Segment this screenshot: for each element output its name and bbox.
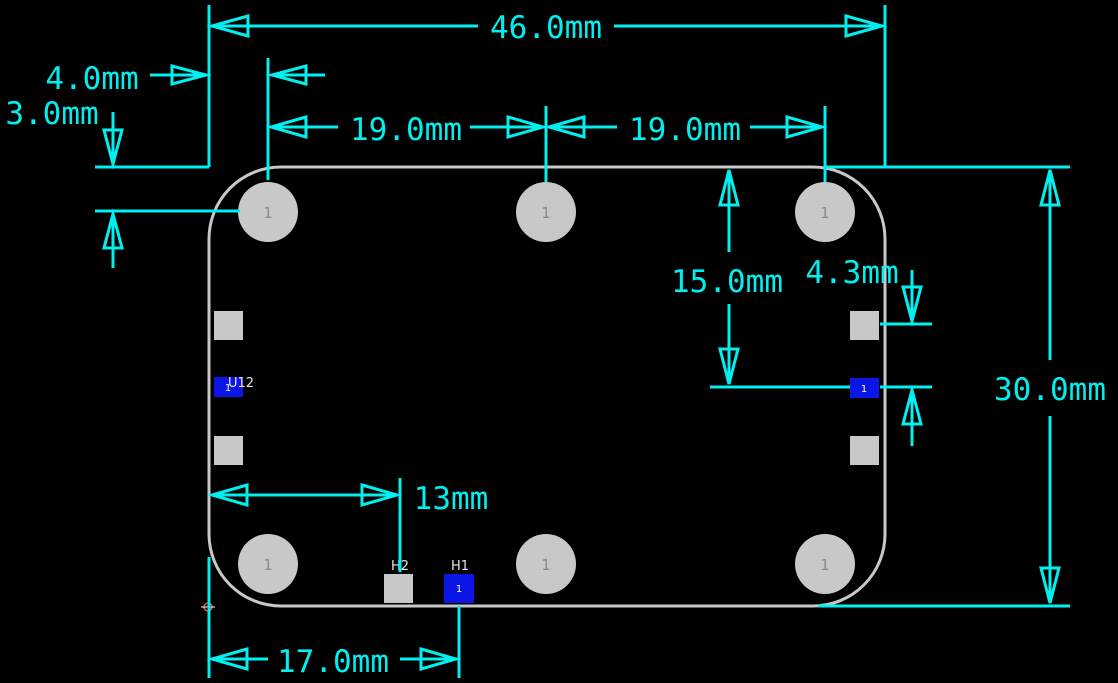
dimension-label: 30.0mm — [994, 372, 1106, 408]
pad-h1[interactable] — [444, 574, 474, 603]
mounting-hole-top-right[interactable]: 1 — [795, 182, 855, 242]
dimension-offset-17: 17.0mm — [206, 557, 462, 680]
dimension-spacing-19-right: 19.0mm — [543, 106, 828, 182]
right-pad-bottom[interactable] — [850, 436, 879, 465]
dimension-label: 13mm — [414, 481, 489, 517]
dimension-label: 19.0mm — [350, 112, 462, 148]
pad-number: 1 — [820, 556, 830, 574]
left-pad-blue[interactable] — [214, 377, 243, 397]
dimension-height-30: 30.0mm — [818, 169, 1106, 608]
left-pad-blue-number: 1 — [225, 383, 231, 394]
right-pad-top[interactable] — [850, 311, 879, 340]
left-pad-bottom[interactable] — [214, 436, 243, 465]
mounting-hole-bottom-middle[interactable]: 1 — [516, 534, 576, 594]
dimension-label: 19.0mm — [629, 112, 741, 148]
dimension-inset-top-3: 3.0mm — [5, 96, 240, 268]
right-pad-blue-number: 1 — [861, 384, 867, 395]
dimension-offset-43: 4.3mm — [805, 255, 932, 446]
pad-number: 1 — [541, 204, 551, 222]
pad-number: 1 — [263, 204, 273, 222]
mounting-hole-top-left[interactable]: 1 — [238, 182, 298, 242]
dimension-label: 4.0mm — [45, 61, 138, 97]
dimension-width-46: 46.0mm — [206, 5, 888, 167]
mounting-hole-bottom-left[interactable]: 1 — [238, 534, 298, 594]
pad-number: 1 — [263, 556, 273, 574]
pad-number: 1 — [820, 204, 830, 222]
pad-h1-number: 1 — [456, 584, 462, 595]
left-pad-top[interactable] — [214, 311, 243, 340]
dimension-spacing-19-left: 19.0mm — [265, 106, 549, 182]
pad-h2[interactable] — [384, 574, 413, 603]
dimension-label: 4.3mm — [805, 255, 898, 291]
designator-h1: H1 — [451, 559, 469, 574]
dimension-label: 15.0mm — [671, 264, 783, 300]
designator-u12: U12 — [228, 376, 254, 391]
mounting-hole-top-middle[interactable]: 1 — [516, 182, 576, 242]
pad-number: 1 — [541, 556, 551, 574]
dimension-label: 46.0mm — [490, 10, 602, 46]
dimension-height-15: 15.0mm — [671, 165, 1070, 389]
dimension-offset-13: 13mm — [206, 478, 489, 572]
right-pad-blue[interactable] — [850, 378, 879, 398]
mounting-hole-bottom-right[interactable]: 1 — [795, 534, 855, 594]
dimension-label: 17.0mm — [277, 644, 389, 680]
dimension-label: 3.0mm — [5, 96, 98, 132]
dimension-inset-left-4: 4.0mm — [45, 58, 325, 180]
